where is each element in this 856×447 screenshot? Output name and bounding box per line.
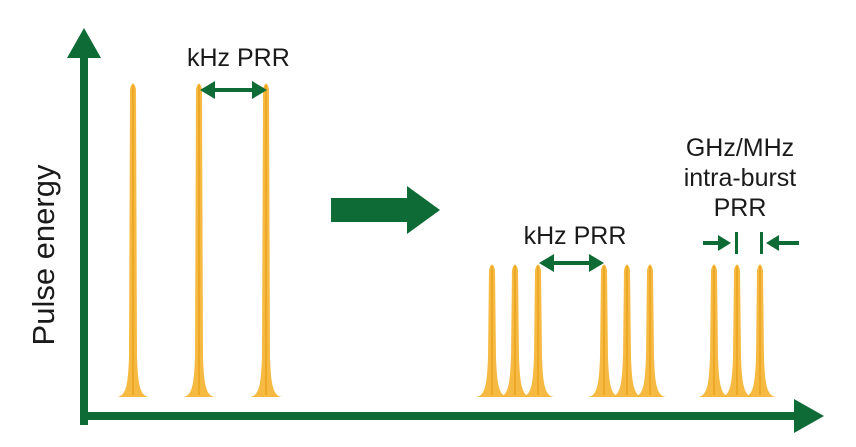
burst-prr-label-line3: PRR	[713, 194, 767, 222]
y-axis-line	[80, 55, 88, 425]
axes	[67, 28, 824, 433]
transition-arrow	[331, 186, 440, 234]
x-axis-line	[80, 412, 798, 420]
burst-prr-label-line2: intra-burst	[683, 164, 797, 192]
right-prr-label: kHz PRR	[523, 222, 627, 250]
intra-burst-arrows	[703, 232, 799, 254]
right-prr-arrow	[539, 254, 604, 272]
left-prr-arrow	[200, 81, 267, 99]
y-axis-label: Pulse energy	[26, 164, 61, 346]
pulse-group	[116, 83, 777, 397]
burst-prr-label-line1: GHz/MHz	[685, 134, 795, 162]
x-axis-arrowhead	[794, 399, 824, 433]
left-prr-label: kHz PRR	[187, 44, 290, 72]
y-axis-arrowhead	[67, 28, 101, 58]
